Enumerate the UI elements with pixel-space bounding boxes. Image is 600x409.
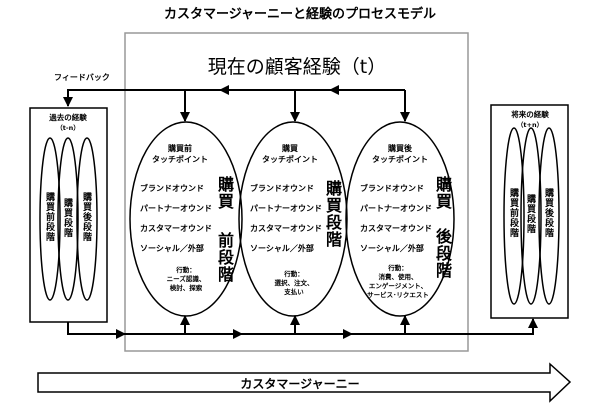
purchase-actions: 行動： 選択、注文、 支払い <box>274 270 314 296</box>
future-ellipse <box>538 127 560 305</box>
post-purchase-heading: 購買後 タッチポイント <box>372 144 428 164</box>
pre-purchase-heading: 購買前 タッチポイント <box>152 144 208 164</box>
touchpoint-social-external: ソーシャル／外部 <box>360 244 424 253</box>
post-purchase-actions: 行動： 消費、使用、 エンゲージメント、 サービス･リクエスト <box>367 264 429 299</box>
current-experience-box <box>124 32 469 352</box>
touchpoint-customer-owned: カスタマーオウンド <box>140 224 212 233</box>
purchase-stage-label: 購買段階 <box>323 180 342 248</box>
past-stage-purchase: 購買段階 <box>62 198 72 238</box>
pre-purchase-ellipse <box>129 121 243 317</box>
diagram-title: カスタマージャーニーと経験のプロセスモデル <box>163 7 437 22</box>
journey-flow-arrows <box>67 315 538 339</box>
purchase-heading: 購買 タッチポイント <box>262 144 318 164</box>
touchpoint-customer-owned: カスタマーオウンド <box>360 224 432 233</box>
touchpoint-partner-owned: パートナーオウンド <box>360 204 432 213</box>
past-stage-pre: 購買前段階 <box>44 192 54 242</box>
post-purchase-stage-label-top: 購買 <box>433 176 452 210</box>
touchpoint-partner-owned: パートナーオウンド <box>250 204 322 213</box>
touchpoint-customer-owned: カスタマーオウンド <box>250 224 322 233</box>
feedback-arrows <box>63 85 410 122</box>
future-stage-purchase: 購買段階 <box>525 194 535 234</box>
touchpoint-brand-owned: ブランドオウンド <box>250 184 314 193</box>
post-purchase-stage-label-bottom: 後段階 <box>433 228 452 279</box>
purchase-ellipse <box>238 121 348 317</box>
future-title: 将来の経験 <box>511 110 549 119</box>
touchpoint-brand-owned: ブランドオウンド <box>360 184 424 193</box>
current-experience-title: 現在の顧客経験（t） <box>207 56 387 78</box>
touchpoint-social-external: ソーシャル／外部 <box>140 244 204 253</box>
future-period: （t+n） <box>516 121 544 129</box>
touchpoint-partner-owned: パートナーオウンド <box>140 204 212 213</box>
past-title: 過去の経験 <box>49 113 87 122</box>
past-ellipse <box>57 137 79 301</box>
past-period: （t-n） <box>56 124 80 132</box>
pre-purchase-stage-label-bottom: 前段階 <box>215 232 234 283</box>
touchpoint-social-external: ソーシャル／外部 <box>250 244 314 253</box>
future-ellipse <box>520 127 542 305</box>
customer-journey-label: カスタマージャーニー <box>240 377 360 391</box>
past-stage-post: 購買後段階 <box>81 192 91 242</box>
post-purchase-ellipse <box>345 121 455 317</box>
pre-purchase-actions: 行動： ニーズ認識、 検討、探索 <box>166 266 206 292</box>
touchpoint-brand-owned: ブランドオウンド <box>140 184 204 193</box>
future-stage-pre: 購買前段階 <box>508 188 518 238</box>
customer-journey-arrow <box>37 362 572 403</box>
future-ellipse <box>503 127 525 305</box>
past-ellipse <box>76 137 98 301</box>
future-stage-post: 購買後段階 <box>543 188 553 238</box>
feedback-label: フィードバック <box>54 73 110 82</box>
past-ellipse <box>39 137 61 301</box>
pre-purchase-stage-label-top: 購買 <box>215 176 234 210</box>
